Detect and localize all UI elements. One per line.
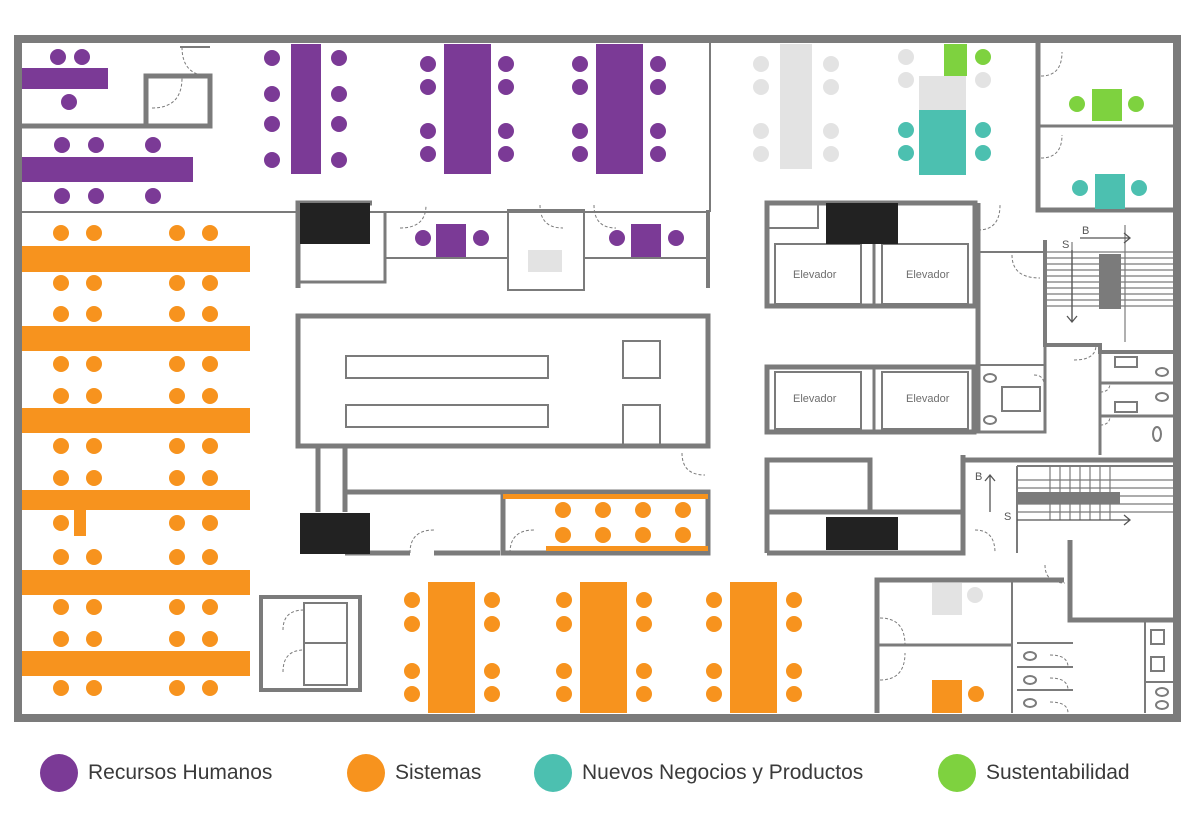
- zone-unassigned: [753, 44, 991, 169]
- legend-item-sistemas: Sistemas: [347, 754, 481, 792]
- stair-core-2: [1017, 492, 1120, 504]
- stair-up-label-1: B: [1082, 225, 1089, 237]
- legend: Recursos Humanos Sistemas Nuevos Negocio…: [0, 742, 1200, 802]
- stair-down-label-2: S: [1004, 511, 1011, 523]
- elevator-label-3: Elevador: [793, 393, 837, 405]
- restroom-fixtures: [983, 356, 1169, 710]
- legend-item-recursos-humanos: Recursos Humanos: [40, 754, 272, 792]
- stair-arrows: [984, 232, 1132, 526]
- legend-dot-sustentabilidad: [938, 754, 976, 792]
- zone-sustentabilidad: [944, 44, 1144, 121]
- elevator-label-1: Elevador: [793, 269, 837, 281]
- legend-label-nuevos-negocios: Nuevos Negocios y Productos: [582, 761, 864, 784]
- legend-label-recursos-humanos: Recursos Humanos: [88, 761, 273, 784]
- legend-label-sistemas: Sistemas: [395, 761, 482, 784]
- legend-label-sustentabilidad: Sustentabilidad: [986, 761, 1130, 784]
- stair-up-label-2: B: [975, 471, 982, 483]
- zone-sistemas: [22, 225, 984, 713]
- building-outline: [14, 35, 1181, 722]
- stair-down-label-1: S: [1062, 239, 1069, 251]
- dark-blocks: [300, 203, 898, 554]
- legend-dot-sistemas: [347, 754, 385, 792]
- stair-core-1: [1099, 254, 1121, 309]
- interior-walls: [22, 43, 1173, 714]
- zone-recursos-humanos: [22, 44, 684, 257]
- legend-dot-nuevos-negocios: [534, 754, 572, 792]
- legend-dot-recursos-humanos: [40, 754, 78, 792]
- legend-item-nuevos-negocios: Nuevos Negocios y Productos: [534, 754, 863, 792]
- legend-item-sustentabilidad: Sustentabilidad: [938, 754, 1130, 792]
- zone-nuevos-negocios: [898, 110, 1147, 209]
- fixtures: [528, 250, 983, 615]
- elevator-label-2: Elevador: [906, 269, 950, 281]
- elevator-label-4: Elevador: [906, 393, 950, 405]
